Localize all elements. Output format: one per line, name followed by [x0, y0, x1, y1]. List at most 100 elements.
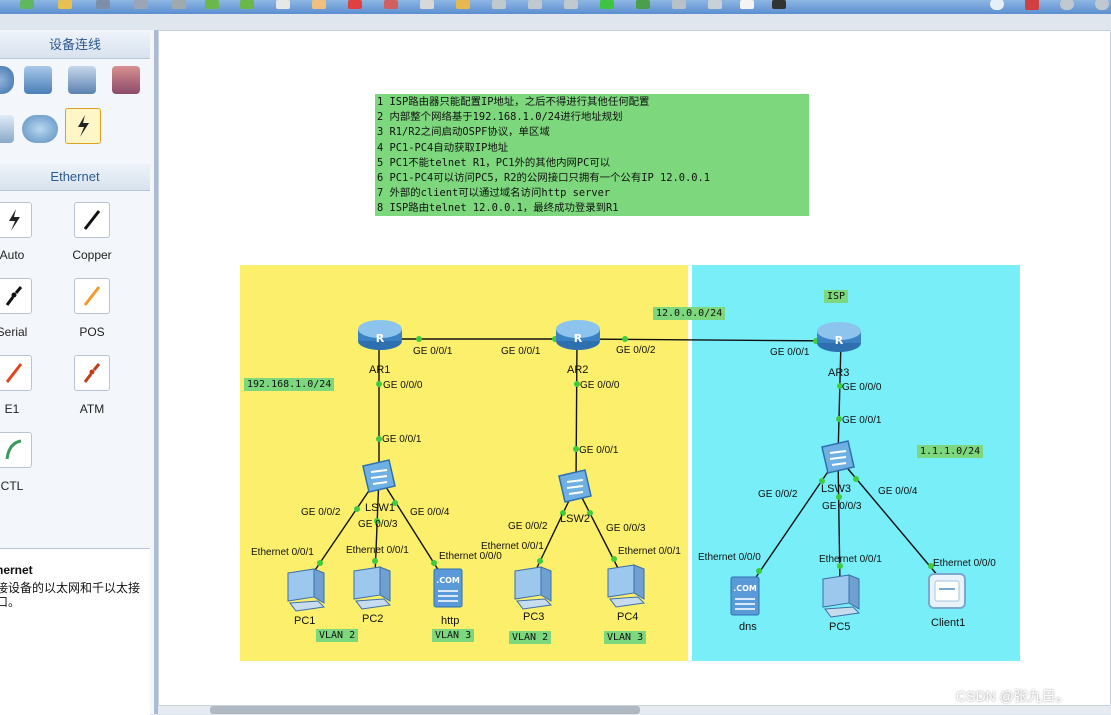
- link-ar3-lsw3: [837, 340, 842, 458]
- pc2-name: PC2: [362, 613, 384, 625]
- e1-cable-icon[interactable]: [0, 355, 32, 391]
- requirement-line: 3 R1/R2之间启动OSPF协议，单区域: [377, 126, 550, 139]
- client1-name: Client1: [931, 617, 966, 629]
- e1-cable-label: E1: [4, 402, 20, 416]
- router-ar1-icon[interactable]: R: [357, 317, 403, 356]
- topology-icon[interactable]: [708, 0, 722, 9]
- dns-server-icon[interactable]: .COM: [728, 575, 762, 622]
- new-topology-icon[interactable]: [20, 0, 34, 9]
- ctl-cable-label: CTL: [0, 479, 24, 493]
- isp-subnet-label: 1.1.1.0/24: [917, 445, 984, 458]
- description-text: 接设备的以太网和千以太接口。: [0, 581, 141, 609]
- pos-cable-label: POS: [79, 325, 105, 339]
- pc4-name: PC4: [617, 611, 639, 623]
- requirement-line: 5 PC1不能telnet R1，PC1外的其他内网PC可以: [377, 156, 611, 169]
- pc3-icon[interactable]: [511, 565, 555, 616]
- select-icon[interactable]: [276, 0, 290, 9]
- cloud-category-icon[interactable]: [22, 115, 58, 143]
- link-layer: [308, 336, 945, 587]
- palette-icon[interactable]: [456, 0, 470, 9]
- port-label: GE 0/0/0: [842, 382, 882, 393]
- requirement-line: 2 内部整个网络基于192.168.1.0/24进行地址规划: [377, 111, 623, 124]
- firewall-category-icon[interactable]: [112, 66, 140, 94]
- link-ar2-lsw2: [575, 338, 578, 487]
- port-label: GE 0/0/1: [579, 445, 619, 456]
- chat-icon[interactable]: [990, 0, 1004, 10]
- pc2-icon[interactable]: [350, 565, 394, 616]
- gear-icon[interactable]: [1060, 0, 1074, 10]
- svg-text:R: R: [574, 332, 583, 345]
- ethernet-section-header: Ethernet: [0, 164, 150, 191]
- lsw2-name: LSW2: [560, 513, 590, 525]
- http-name: http: [441, 615, 460, 627]
- lsw1-name: LSW1: [365, 502, 395, 514]
- hand-icon[interactable]: [312, 0, 326, 9]
- delete-icon[interactable]: [348, 0, 362, 9]
- port-label: GE 0/0/3: [606, 523, 646, 534]
- scrollbar-thumb[interactable]: [210, 706, 640, 714]
- port-label: Ethernet 0/0/0: [698, 552, 761, 563]
- text-icon[interactable]: [420, 0, 434, 9]
- stop-icon[interactable]: [636, 0, 650, 9]
- requirement-line: 7 外部的client可以通过域名访问http server: [377, 187, 611, 200]
- copper-cable-label: Copper: [72, 248, 112, 262]
- router-ar3-icon[interactable]: R: [816, 319, 862, 358]
- requirements-note: 1 ISP路由器只能配置IP地址，之后不得进行其他任何配置 2 内部整个网络基于…: [375, 94, 809, 216]
- cli-icon[interactable]: [740, 0, 754, 9]
- switch-category-icon[interactable]: [24, 66, 52, 94]
- print-icon[interactable]: [172, 0, 186, 9]
- pc5-icon[interactable]: [819, 573, 863, 624]
- switch-lsw2-icon[interactable]: [555, 466, 595, 511]
- undo-icon[interactable]: [205, 0, 219, 9]
- pc4-icon[interactable]: [604, 563, 648, 614]
- ar3-name: AR3: [828, 367, 850, 379]
- port-label: Ethernet 0/0/1: [819, 554, 882, 565]
- ar1-name: AR1: [369, 364, 391, 376]
- pos-cable-icon[interactable]: [74, 278, 110, 314]
- port-label: Ethernet 0/0/0: [439, 551, 502, 562]
- pc1-name: PC1: [294, 615, 316, 627]
- logo-icon[interactable]: [1025, 0, 1039, 10]
- serial-cable-icon[interactable]: [0, 278, 32, 314]
- fit-icon[interactable]: [564, 0, 578, 9]
- port-label: GE 0/0/1: [842, 415, 882, 426]
- http-server-icon[interactable]: .COM: [431, 567, 465, 614]
- auto-cable-label: Auto: [0, 248, 25, 262]
- pc-category-icon[interactable]: [0, 115, 14, 143]
- screen-icon[interactable]: [772, 0, 786, 9]
- delete-link-icon[interactable]: [384, 0, 398, 9]
- switch-lsw3-icon[interactable]: [818, 437, 858, 482]
- wlan-category-icon[interactable]: [68, 66, 96, 94]
- vlan-label: VLAN 3: [604, 631, 647, 644]
- router-ar2-icon[interactable]: R: [555, 317, 601, 356]
- switch-lsw1-icon[interactable]: [359, 456, 399, 501]
- copper-cable-icon[interactable]: [74, 202, 110, 238]
- client1-icon[interactable]: [926, 571, 968, 618]
- start-icon[interactable]: [600, 0, 614, 9]
- pc1-icon[interactable]: [284, 567, 328, 618]
- auto-cable-icon[interactable]: [0, 202, 32, 238]
- zoom-out-icon[interactable]: [528, 0, 542, 9]
- ctl-cable-icon[interactable]: [0, 432, 32, 468]
- port-label: GE 0/0/2: [301, 507, 341, 518]
- cable-category-icon[interactable]: [65, 108, 101, 144]
- svg-text:R: R: [835, 334, 844, 347]
- router-category-icon[interactable]: [0, 66, 14, 94]
- help-icon[interactable]: [1095, 0, 1109, 10]
- svg-text:.COM: .COM: [436, 576, 460, 585]
- save-icon[interactable]: [96, 0, 110, 9]
- link-ar2-ar3: [576, 338, 842, 342]
- horizontal-scrollbar[interactable]: [158, 706, 1111, 714]
- atm-cable-icon[interactable]: [74, 355, 110, 391]
- zoom-in-icon[interactable]: [492, 0, 506, 9]
- capture-icon[interactable]: [672, 0, 686, 9]
- port-label: GE 0/0/4: [410, 507, 450, 518]
- topology-canvas[interactable]: 1 ISP路由器只能配置IP地址，之后不得进行其他任何配置 2 内部整个网络基于…: [158, 30, 1111, 706]
- watermark: CSDN @张九日。: [956, 688, 1070, 704]
- atm-cable-label: ATM: [79, 402, 105, 416]
- dns-name: dns: [739, 621, 757, 633]
- pc5-name: PC5: [829, 621, 851, 633]
- redo-icon[interactable]: [240, 0, 254, 9]
- save-as-icon[interactable]: [134, 0, 148, 9]
- open-file-icon[interactable]: [58, 0, 72, 9]
